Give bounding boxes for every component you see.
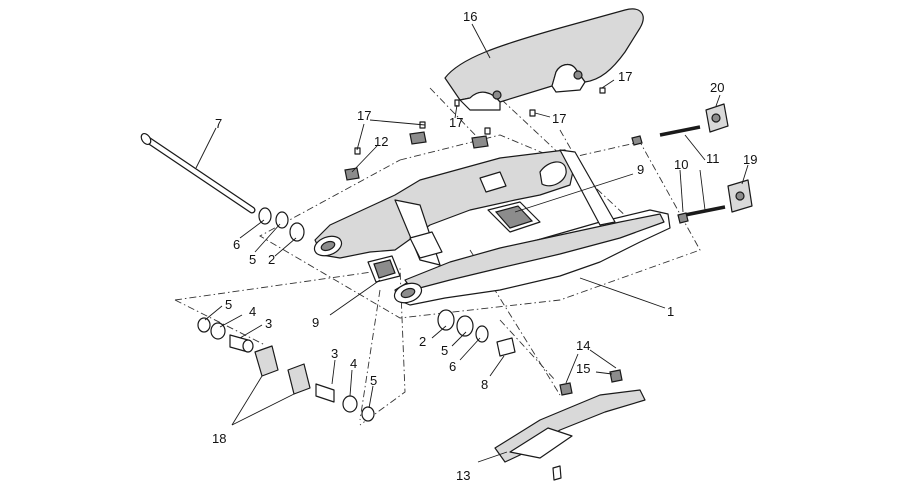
callout-2: 2 xyxy=(419,334,426,349)
chain-guard xyxy=(444,8,644,111)
callout-10: 10 xyxy=(674,157,688,172)
callout-5: 5 xyxy=(225,297,232,312)
upper-bearing-stack xyxy=(258,207,305,242)
lower-left-spacer-stack xyxy=(197,317,375,422)
rubber-pads xyxy=(367,201,541,283)
chain-adjusters xyxy=(631,103,753,224)
callout-5: 5 xyxy=(249,252,256,267)
callout-6: 6 xyxy=(449,359,456,374)
callout-14: 14 xyxy=(576,338,590,353)
callout-19: 19 xyxy=(743,152,757,167)
callout-6: 6 xyxy=(233,237,240,252)
callout-labels: 16 17 17 17 17 20 7 12 9 10 11 19 6 5 2 … xyxy=(212,9,757,483)
callout-20: 20 xyxy=(710,80,724,95)
chain-slider xyxy=(494,369,646,481)
callout-3: 3 xyxy=(265,316,272,331)
wheel-axle xyxy=(140,132,256,214)
callout-15: 15 xyxy=(576,361,590,376)
callout-4: 4 xyxy=(350,356,357,371)
callout-17: 17 xyxy=(618,69,632,84)
screws-17 xyxy=(354,87,606,155)
callout-1: 1 xyxy=(667,304,674,319)
callout-8: 8 xyxy=(481,377,488,392)
callout-17: 17 xyxy=(552,111,566,126)
leader-lines xyxy=(195,23,749,463)
callout-5: 5 xyxy=(370,373,377,388)
callout-17: 17 xyxy=(357,108,371,123)
callout-5: 5 xyxy=(441,343,448,358)
lower-right-bearing-stack xyxy=(437,309,516,357)
callout-9: 9 xyxy=(637,162,644,177)
callout-18: 18 xyxy=(212,431,226,446)
callout-16: 16 xyxy=(463,9,477,24)
callout-3: 3 xyxy=(331,346,338,361)
callout-12: 12 xyxy=(374,134,388,149)
callout-17: 17 xyxy=(449,115,463,130)
callout-2: 2 xyxy=(268,252,275,267)
callout-13: 13 xyxy=(456,468,470,483)
swingarm xyxy=(313,149,671,306)
callout-9: 9 xyxy=(312,315,319,330)
callout-4: 4 xyxy=(249,304,256,319)
clips-12 xyxy=(344,131,489,181)
callout-11: 11 xyxy=(706,151,720,166)
callout-7: 7 xyxy=(215,116,222,131)
